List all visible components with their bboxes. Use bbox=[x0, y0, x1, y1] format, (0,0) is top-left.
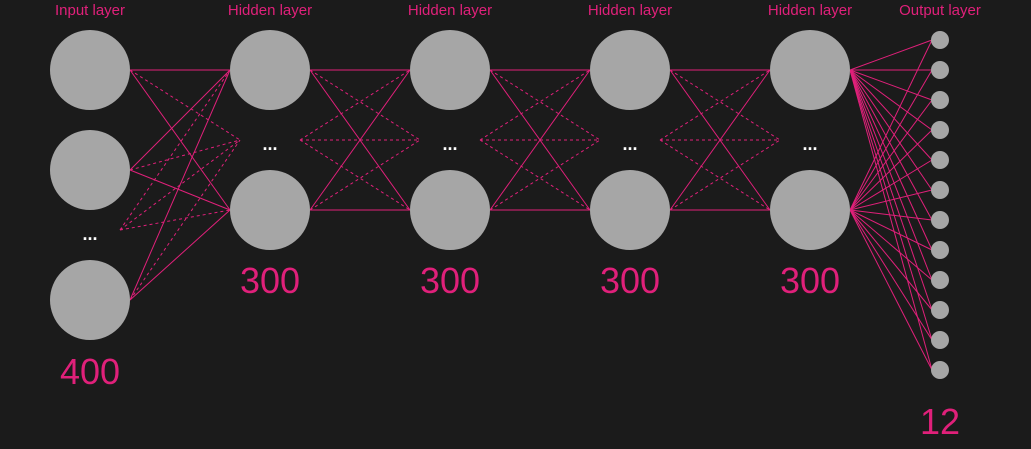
connection-line bbox=[129, 209, 231, 301]
output-neuron bbox=[931, 271, 949, 289]
input-layer-count: 400 bbox=[60, 351, 120, 392]
connection-line-dashed bbox=[479, 69, 591, 141]
hidden-layer-1-count: 300 bbox=[240, 260, 300, 301]
connection-line-dashed bbox=[119, 69, 231, 231]
hidden-neuron bbox=[410, 170, 490, 250]
output-neuron bbox=[931, 331, 949, 349]
output-neuron bbox=[931, 31, 949, 49]
hidden-neuron bbox=[230, 30, 310, 110]
connection-line bbox=[849, 69, 933, 371]
connection-line-dashed bbox=[119, 139, 241, 231]
hidden-neuron bbox=[770, 30, 850, 110]
output-layer-title: Output layer bbox=[899, 2, 981, 19]
connection-line bbox=[849, 69, 933, 191]
hidden-layer-2-ellipsis: ... bbox=[442, 134, 457, 154]
connection-line-dashed bbox=[299, 69, 411, 141]
connection-line-dashed bbox=[129, 139, 241, 171]
hidden-layer-3-title: Hidden layer bbox=[588, 2, 672, 19]
connection-line bbox=[129, 69, 231, 171]
connection-line-dashed bbox=[309, 69, 421, 141]
connection-line bbox=[849, 69, 933, 131]
connection-line bbox=[849, 209, 933, 341]
connection-line-dashed bbox=[489, 139, 601, 211]
hidden-layer-3-count: 300 bbox=[600, 260, 660, 301]
connection-line bbox=[849, 209, 933, 311]
neurons bbox=[50, 30, 949, 379]
connection-line bbox=[129, 169, 231, 211]
input-neuron bbox=[50, 130, 130, 210]
connection-line bbox=[849, 69, 933, 311]
hidden-layer-1-ellipsis: ... bbox=[262, 134, 277, 154]
connection-line bbox=[849, 69, 933, 161]
connection-line bbox=[849, 69, 933, 211]
hidden-layer-4-title: Hidden layer bbox=[768, 2, 852, 19]
connection-line bbox=[849, 209, 933, 371]
output-neuron bbox=[931, 241, 949, 259]
hidden-layer-4-ellipsis: ... bbox=[802, 134, 817, 154]
input-layer-title: Input layer bbox=[55, 2, 125, 19]
output-neuron bbox=[931, 181, 949, 199]
input-neuron bbox=[50, 30, 130, 110]
connection-line-dashed bbox=[659, 139, 771, 211]
hidden-neuron bbox=[230, 170, 310, 250]
output-neuron bbox=[931, 91, 949, 109]
output-layer-count: 12 bbox=[920, 401, 960, 442]
connection-line-dashed bbox=[309, 139, 421, 211]
hidden-neuron bbox=[590, 30, 670, 110]
hidden-neuron bbox=[770, 170, 850, 250]
hidden-layer-3-ellipsis: ... bbox=[622, 134, 637, 154]
connection-line bbox=[849, 209, 933, 281]
connection-line-dashed bbox=[119, 209, 231, 231]
hidden-layer-2-count: 300 bbox=[420, 260, 480, 301]
connection-line-dashed bbox=[479, 139, 591, 211]
connection-line bbox=[129, 69, 231, 211]
output-neuron bbox=[931, 61, 949, 79]
hidden-layer-4-count: 300 bbox=[780, 260, 840, 301]
output-neuron bbox=[931, 301, 949, 319]
connection-line-dashed bbox=[129, 69, 241, 141]
connection-line-dashed bbox=[489, 69, 601, 141]
output-neuron bbox=[931, 361, 949, 379]
connection-line bbox=[849, 189, 933, 211]
connection-line bbox=[849, 159, 933, 211]
connection-line bbox=[849, 69, 933, 281]
connection-line bbox=[849, 69, 933, 221]
output-neuron bbox=[931, 121, 949, 139]
hidden-neuron bbox=[410, 30, 490, 110]
connection-line bbox=[849, 99, 933, 211]
connections bbox=[119, 39, 933, 371]
output-neuron bbox=[931, 151, 949, 169]
hidden-layer-2-title: Hidden layer bbox=[408, 2, 492, 19]
hidden-neuron bbox=[590, 170, 670, 250]
connection-line-dashed bbox=[669, 139, 781, 211]
connection-line bbox=[849, 69, 933, 341]
connection-line bbox=[849, 39, 933, 71]
connection-line-dashed bbox=[659, 69, 771, 141]
connection-line-dashed bbox=[299, 139, 411, 211]
input-neuron bbox=[50, 260, 130, 340]
connection-line bbox=[849, 39, 933, 211]
output-neuron bbox=[931, 211, 949, 229]
hidden-layer-1-title: Hidden layer bbox=[228, 2, 312, 19]
connection-line bbox=[849, 209, 933, 221]
connection-line-dashed bbox=[669, 69, 781, 141]
connection-line bbox=[849, 69, 933, 251]
input-layer-ellipsis: ... bbox=[82, 224, 97, 244]
connection-line-dashed bbox=[129, 139, 241, 301]
connection-line bbox=[849, 209, 933, 251]
connection-line bbox=[849, 129, 933, 211]
connection-line bbox=[849, 69, 933, 101]
